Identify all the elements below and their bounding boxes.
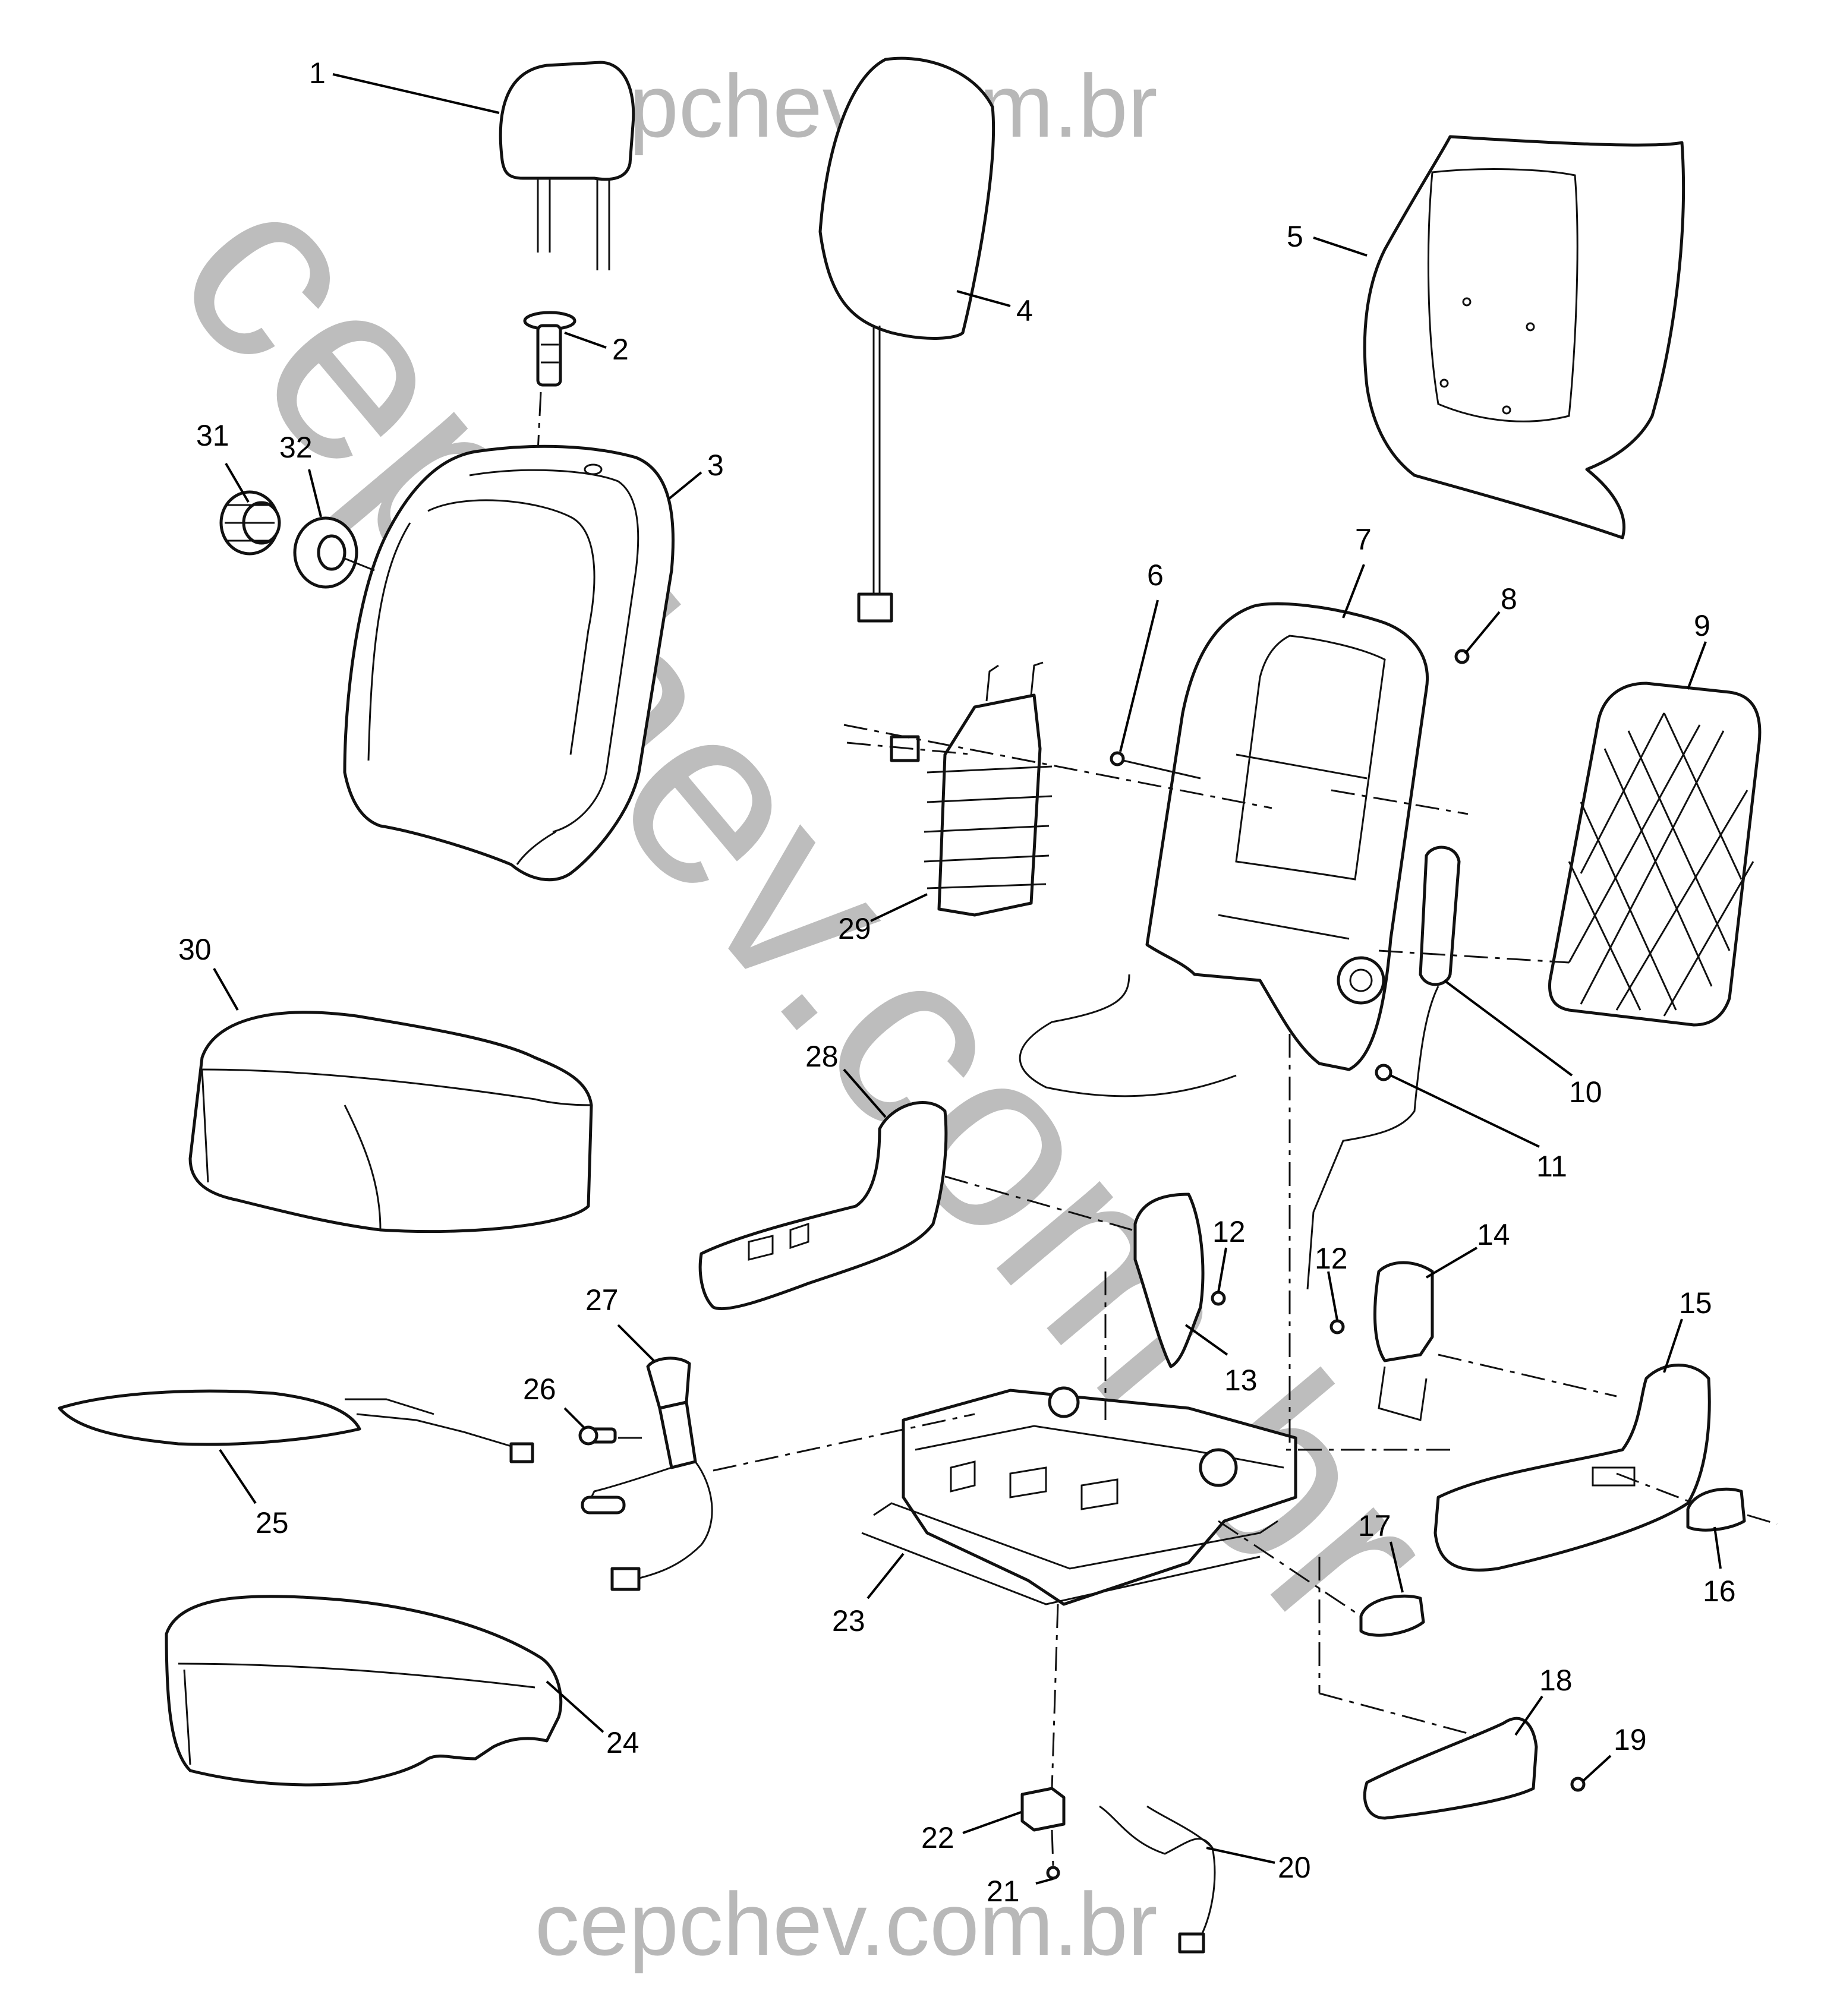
callout-26: 26 <box>523 1373 556 1406</box>
callout-21: 21 <box>987 1875 1020 1908</box>
callout-1: 1 <box>309 56 326 90</box>
callout-13: 13 <box>1224 1364 1258 1397</box>
part-23-seat-adjuster <box>861 1386 1297 1606</box>
callout-32: 32 <box>279 431 313 464</box>
callout-19: 19 <box>1614 1723 1647 1756</box>
leader-lines <box>213 73 1722 1885</box>
callout-15: 15 <box>1679 1286 1712 1320</box>
callout-6: 6 <box>1147 559 1164 592</box>
callout-27: 27 <box>585 1283 619 1317</box>
callout-16: 16 <box>1703 1575 1736 1608</box>
part-29-lumbar <box>890 661 1053 917</box>
part-7-seatback-frame <box>1019 602 1429 1097</box>
part-16-handle <box>1686 1487 1746 1532</box>
part-3-seatback-cover <box>343 444 675 882</box>
part-20-harness <box>1099 1805 1216 1954</box>
callout-4: 4 <box>1016 294 1033 327</box>
part-32-bezel <box>293 516 375 589</box>
part-27-buckle <box>581 1356 713 1591</box>
callout-14: 14 <box>1477 1218 1510 1251</box>
callout-17: 17 <box>1358 1509 1391 1542</box>
callout-25: 25 <box>256 1506 289 1539</box>
part-12-screw-b <box>1329 1319 1345 1334</box>
part-15-outboard-shield <box>1433 1364 1711 1572</box>
callout-2: 2 <box>612 333 629 366</box>
part-17-handle <box>1359 1594 1425 1637</box>
callout-23: 23 <box>832 1604 865 1638</box>
callout-labels: 1 2 3 4 5 6 7 8 9 10 11 12 12 13 14 15 1… <box>178 56 1736 1908</box>
part-18-trim-cover <box>1363 1717 1538 1820</box>
callout-7: 7 <box>1355 523 1372 556</box>
callout-22: 22 <box>921 1821 954 1854</box>
part-30-seat-cushion <box>188 1011 593 1233</box>
callout-12a: 12 <box>1212 1215 1246 1248</box>
part-5-seatback-panel <box>1363 135 1685 540</box>
callout-24: 24 <box>606 1726 639 1759</box>
part-31-knob <box>219 490 281 556</box>
part-9-back-panel <box>1548 682 1762 1027</box>
part-25-sensor-mat <box>58 1389 534 1463</box>
part-10-side-pad <box>1306 845 1461 1290</box>
callout-31: 31 <box>196 419 229 452</box>
part-22-module <box>1020 1787 1066 1832</box>
callout-11: 11 <box>1536 1150 1567 1183</box>
callout-8: 8 <box>1501 582 1517 616</box>
part-11-bolt <box>1375 1064 1392 1081</box>
part-19-screw <box>1570 1777 1586 1792</box>
part-6-bolt <box>1110 751 1201 780</box>
callout-12b: 12 <box>1315 1242 1348 1275</box>
part-14-bracket <box>1373 1261 1434 1421</box>
callout-28: 28 <box>805 1040 839 1073</box>
watermark-bottom: cepchev.com.br <box>535 1874 1158 1974</box>
callout-29: 29 <box>838 912 871 945</box>
part-13-trim <box>1133 1192 1205 1368</box>
part-21-nut <box>1046 1866 1060 1880</box>
part-4-headrest-panel <box>818 56 995 623</box>
callout-9: 9 <box>1694 609 1710 642</box>
callout-20: 20 <box>1278 1851 1311 1884</box>
callout-30: 30 <box>178 933 212 966</box>
callout-5: 5 <box>1287 220 1303 253</box>
callout-3: 3 <box>707 449 724 482</box>
part-28-side-shield <box>698 1101 948 1311</box>
assembly-lines <box>618 724 1778 1866</box>
part-24-seat-pad <box>165 1595 563 1787</box>
callout-18: 18 <box>1539 1664 1573 1697</box>
part-1-headrest <box>499 61 635 270</box>
part-2-headrest-guide <box>523 311 576 452</box>
part-26-bolt <box>578 1425 617 1446</box>
callout-10: 10 <box>1569 1075 1602 1109</box>
part-12-screw-a <box>1211 1291 1226 1306</box>
